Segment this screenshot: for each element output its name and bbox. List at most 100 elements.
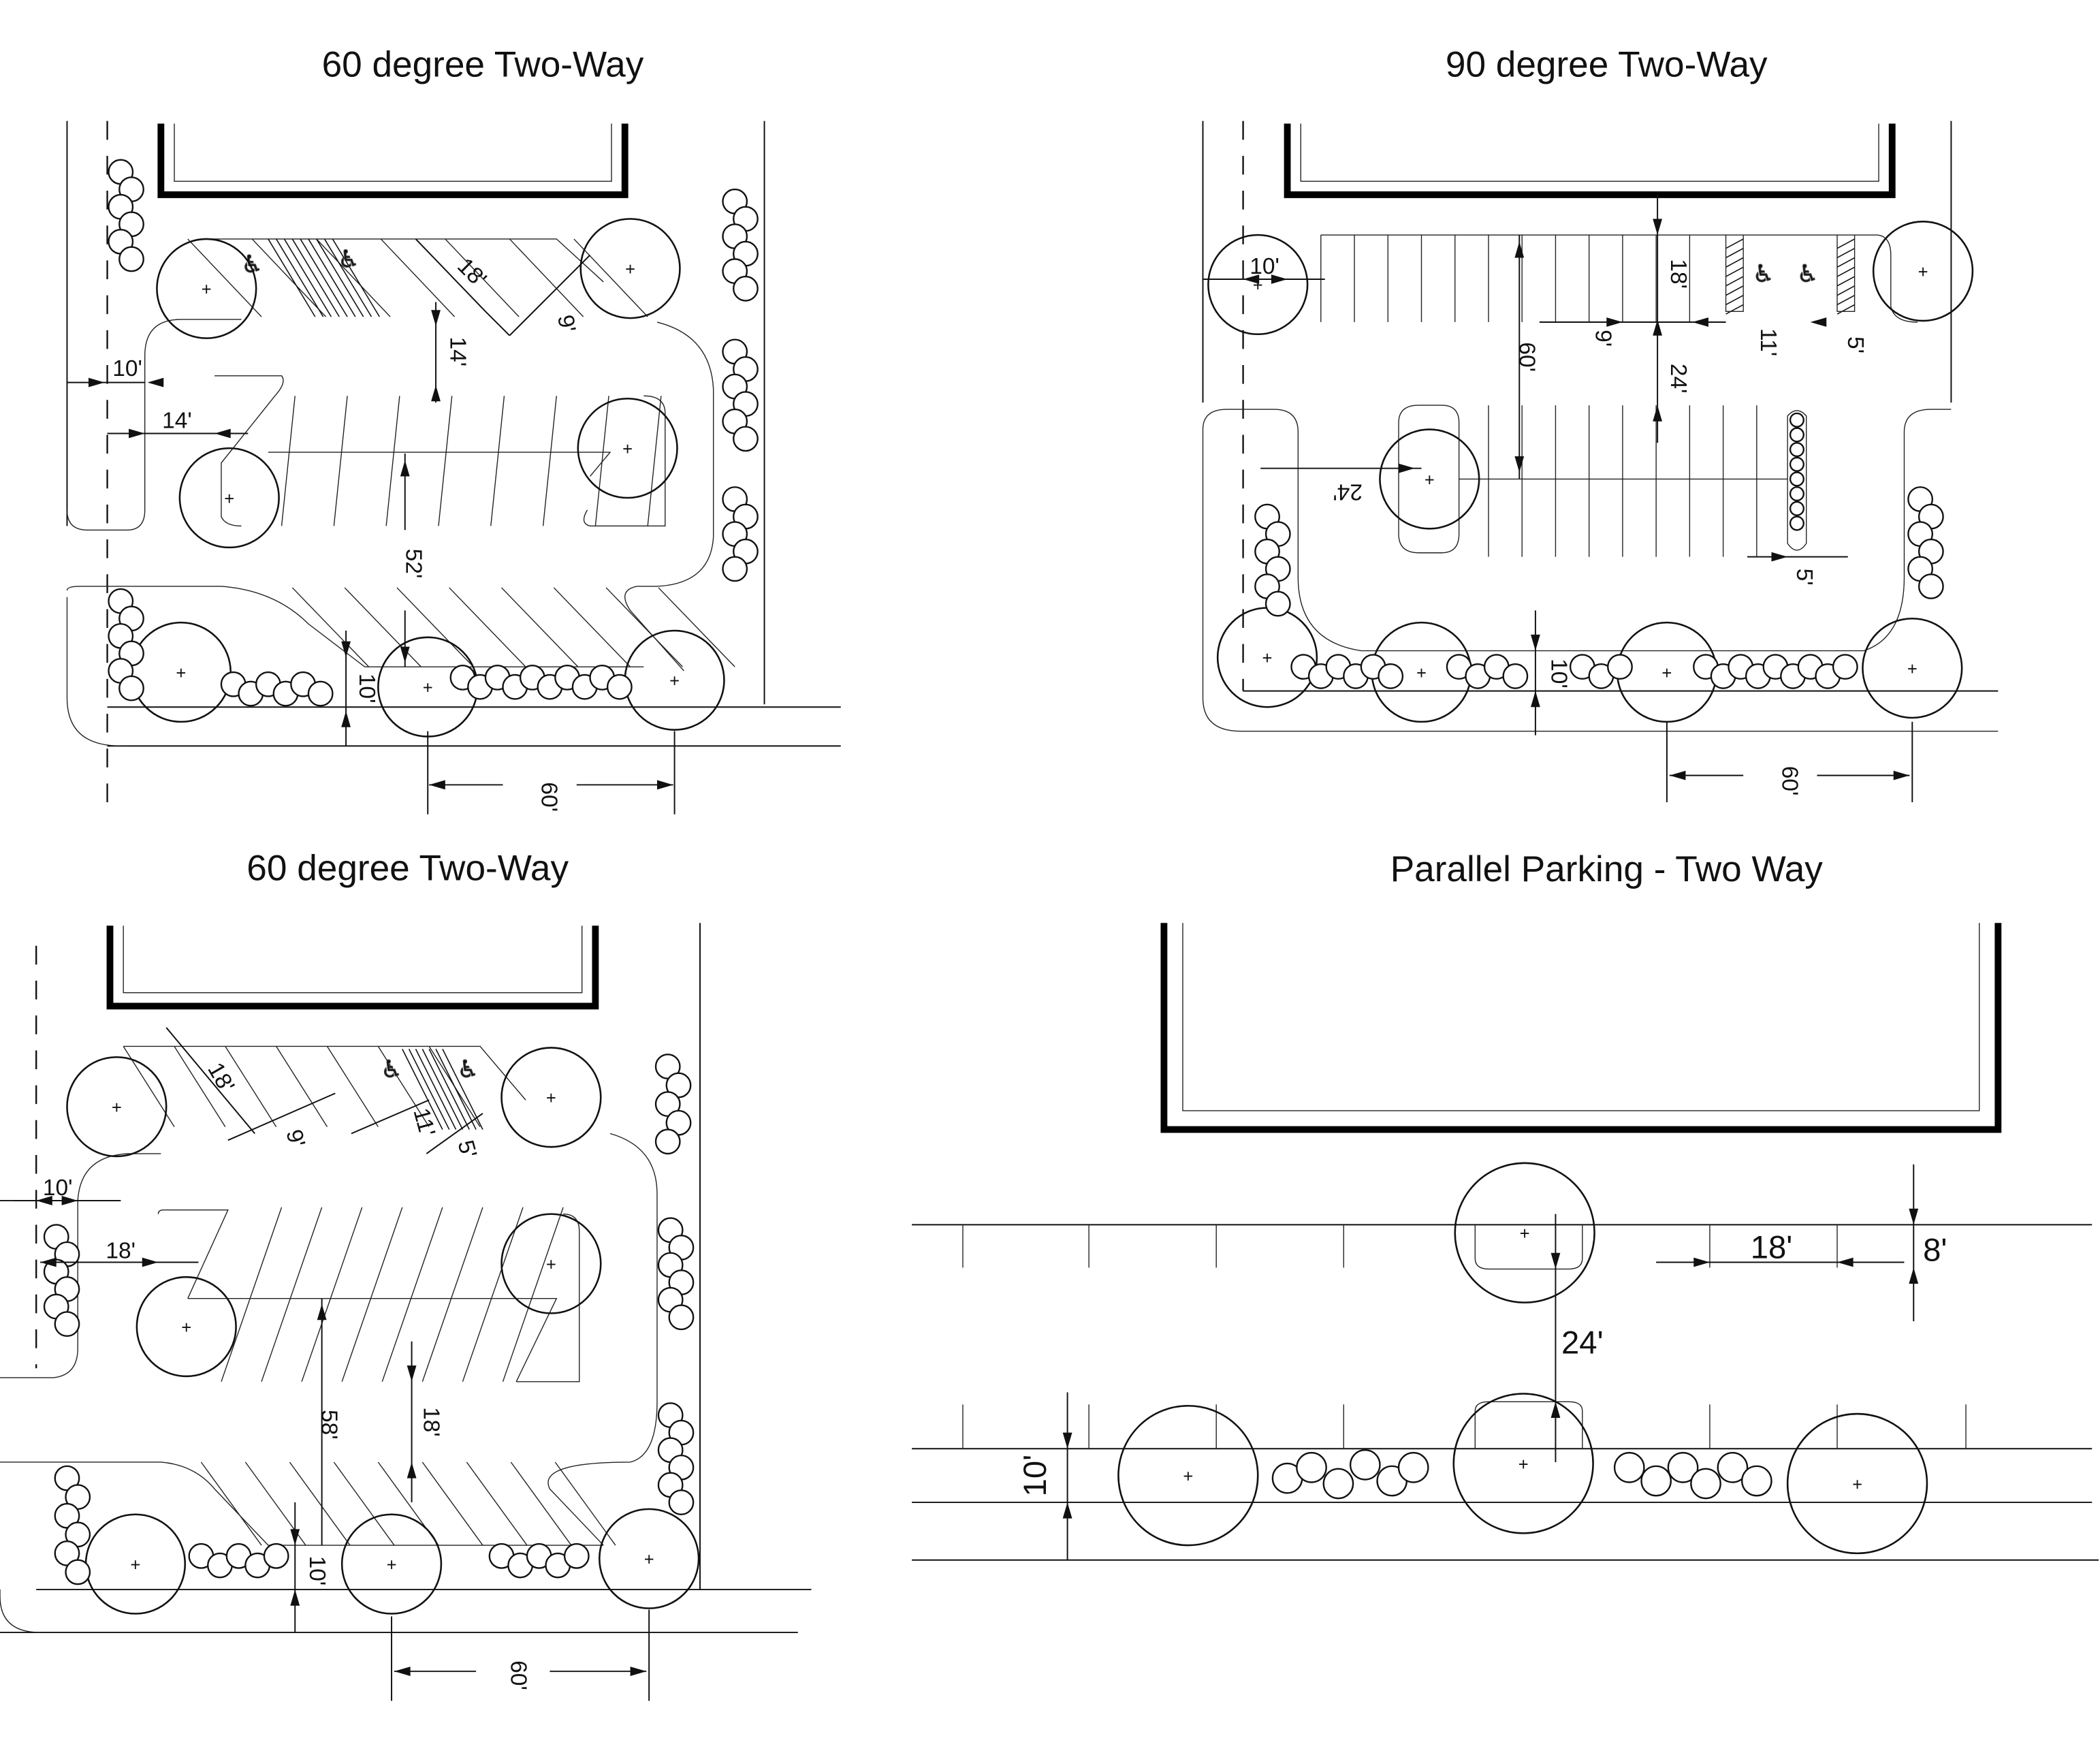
line	[351, 1099, 430, 1135]
parking-stall-line	[553, 587, 631, 667]
dimension-arrowhead	[40, 1257, 57, 1267]
dimension-arrowhead	[1062, 1502, 1072, 1519]
access-aisle-hatch	[300, 238, 348, 317]
parking-stall-line	[344, 587, 421, 667]
dimension-label: 14'	[445, 337, 471, 367]
line	[509, 254, 591, 336]
parking-stall-line	[647, 396, 662, 526]
dimension-label: 24'	[1561, 1325, 1604, 1361]
parking-stall-line	[502, 1207, 564, 1382]
parking-stall-line	[221, 1207, 283, 1382]
dimension-arrowhead	[290, 1589, 300, 1606]
parking-stall-line	[542, 396, 557, 526]
shrub	[1918, 573, 1944, 599]
dimension-label: 18'	[202, 1058, 239, 1096]
dimension-label: 18'	[106, 1239, 136, 1264]
parking-stall-line	[509, 238, 584, 317]
parking-stall-line	[385, 396, 400, 526]
tree-canopy	[1786, 1412, 1928, 1555]
shrub	[1789, 456, 1804, 472]
dimension-label: 5'	[1843, 336, 1868, 353]
dimension-label: 24'	[1666, 364, 1691, 394]
parking-row-outline	[123, 1045, 526, 1101]
tree-canopy	[1452, 1393, 1594, 1534]
building-outline	[106, 926, 599, 1010]
accessible-parking-icon: ♿	[338, 245, 360, 272]
shrub	[1832, 654, 1858, 680]
dimension-arrowhead	[1771, 552, 1788, 562]
tree-center-mark: +	[224, 490, 234, 509]
parking-stall-line	[326, 1046, 379, 1127]
parking-stall-line	[438, 396, 453, 526]
building-inner-line	[1300, 123, 1879, 182]
dimension-arrowhead	[1669, 770, 1686, 780]
building-outline	[1284, 123, 1896, 198]
access-aisle-hatch	[1836, 248, 1855, 259]
parking-stall-line	[605, 587, 683, 667]
dimension-label: 10'	[1250, 254, 1279, 279]
shrub	[1741, 1465, 1772, 1497]
parking-stall-line	[510, 1461, 572, 1546]
dimension-arrowhead	[142, 1257, 159, 1267]
dimension-arrowhead	[341, 641, 351, 658]
parking-stall-line	[261, 1207, 323, 1382]
parking-stall-line	[291, 587, 370, 667]
parking-stall-line	[341, 1207, 403, 1382]
dimension-label: 18'	[1666, 259, 1691, 289]
dimension-arrowhead	[1837, 1257, 1854, 1267]
tree-canopy	[66, 1056, 168, 1158]
access-aisle-hatch	[332, 238, 381, 317]
dimension-label: 10'	[1017, 1455, 1053, 1497]
shrub	[1607, 654, 1633, 680]
tree-center-mark: +	[1518, 1455, 1529, 1474]
access-aisle-hatch	[442, 1049, 483, 1130]
curb-outline	[66, 597, 121, 747]
shrub	[307, 680, 334, 707]
building-outline	[157, 123, 629, 198]
building-outline	[1160, 923, 2002, 1133]
dimension-label: 60'	[537, 782, 562, 812]
curb-outline	[1202, 429, 1999, 732]
dimension-arrowhead	[1514, 241, 1525, 258]
dimension-label: 11'	[408, 1105, 439, 1139]
dimension-label: 9'	[281, 1127, 309, 1150]
tree-island-outline	[1474, 1401, 1583, 1449]
island-outline	[1787, 410, 1807, 551]
island-outline	[0, 1461, 604, 1546]
access-aisle-hatch	[268, 238, 316, 317]
line	[415, 238, 486, 312]
diagram-title-parallel: Parallel Parking - Two Way	[1390, 849, 1824, 889]
shrub	[1789, 427, 1804, 443]
dimension-label: 9'	[552, 313, 580, 334]
parking-stall-line	[594, 396, 609, 526]
accessible-parking-icon: ♿	[381, 1056, 402, 1083]
accessible-parking-icon: ♿	[1797, 260, 1819, 287]
building-inner-line	[1182, 923, 1980, 1111]
dimension-arrowhead	[1550, 1252, 1561, 1269]
line	[485, 311, 511, 336]
tree-canopy	[500, 1213, 602, 1314]
shrub	[1296, 1452, 1327, 1483]
tree-island-outline	[1474, 1224, 1583, 1270]
tree-center-mark: +	[546, 1089, 556, 1108]
parking-stall-line	[301, 1207, 363, 1382]
dimension-arrowhead	[1271, 274, 1288, 284]
tree-canopy	[1872, 221, 1974, 322]
tree-canopy	[599, 1508, 700, 1609]
access-aisle-hatch	[1725, 238, 1744, 249]
access-aisle-hatch	[308, 238, 356, 317]
parking-stall-line	[276, 1046, 328, 1127]
curb-outline	[0, 1589, 41, 1633]
shrub	[1789, 442, 1804, 458]
dimension-arrowhead	[407, 1365, 417, 1382]
accessible-parking-icon: ♿	[241, 251, 263, 278]
dimension-label: 8'	[1923, 1233, 1947, 1269]
tree-canopy	[340, 1513, 443, 1615]
dimension-label: 60'	[1777, 766, 1802, 796]
tree-center-mark: +	[644, 1551, 654, 1570]
tree-canopy	[500, 1047, 602, 1148]
access-aisle-hatch	[1836, 238, 1855, 249]
tree-canopy	[577, 397, 678, 499]
parking-stall-line	[466, 1461, 528, 1546]
shrub	[1717, 1452, 1749, 1483]
